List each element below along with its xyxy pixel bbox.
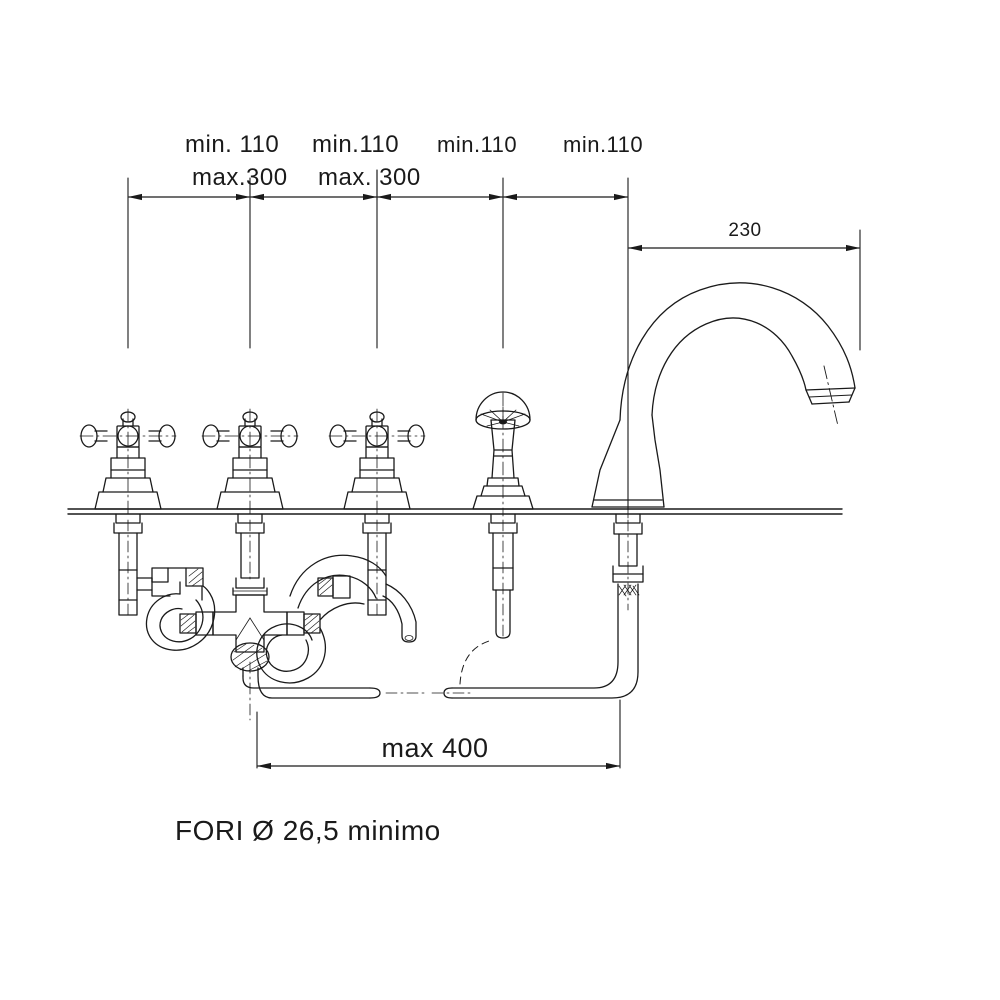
dim-label-max-300-2: max. 300	[318, 164, 421, 191]
holes-note-label: FORI Ø 26,5 minimo	[175, 815, 441, 846]
dim-label-max-300-1: max.300	[192, 164, 288, 191]
dim-label-min-110-3: min.110	[437, 132, 517, 157]
right-supply-hose	[256, 554, 387, 684]
dim-label-max-400: max 400	[381, 733, 488, 763]
dim-label-min-110-2: min.110	[312, 131, 399, 158]
cross-handle-right[interactable]	[328, 408, 426, 619]
spout-reach-dimension	[628, 229, 861, 351]
central-hose-run	[242, 661, 425, 721]
dim-label-spout-reach: 230	[728, 220, 761, 241]
dim-label-min-110-1: min. 110	[185, 131, 279, 158]
cross-handle-left[interactable]	[79, 408, 177, 619]
top-dimension-extension-lines	[127, 169, 629, 511]
cross-handle-middle[interactable]	[201, 408, 299, 581]
dim-label-min-110-4: min.110	[563, 132, 643, 157]
spread-dimension	[256, 699, 621, 770]
diverter-outlet-spout	[382, 583, 417, 643]
handshower-head[interactable]	[459, 391, 534, 685]
gooseneck-spout[interactable]	[431, 257, 856, 699]
left-supply-hose	[136, 567, 216, 651]
diverter-body-assembly	[179, 577, 321, 672]
deck-surface	[67, 508, 843, 515]
